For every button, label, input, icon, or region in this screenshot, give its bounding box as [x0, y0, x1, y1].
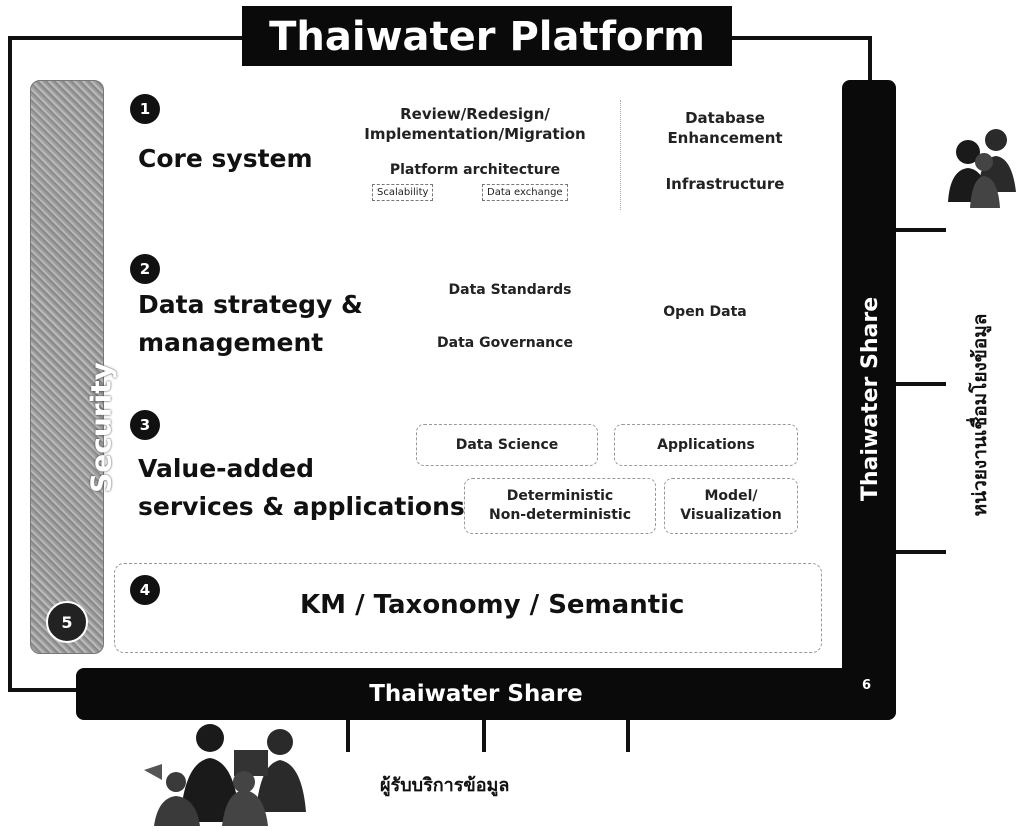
data-strategy-title-line2: management [138, 328, 324, 357]
platform-title: Thaiwater Platform [242, 6, 732, 68]
core-title: Core system [138, 144, 313, 173]
core-data-exchange: Data exchange [482, 184, 568, 201]
value-added-title-line1: Value-added [138, 454, 315, 483]
km-box [114, 563, 822, 653]
deterministic-box: Deterministic Non-deterministic [464, 478, 656, 534]
km-title: KM / Taxonomy / Semantic [300, 590, 685, 620]
recipients-people-icon [144, 724, 306, 826]
partner-people-icon [948, 129, 1016, 208]
share-right-label: Thaiwater Share [857, 296, 883, 502]
security-bar: Security 5 [30, 80, 118, 654]
frame-right-drop [868, 36, 872, 84]
frame-bottom-left [8, 688, 80, 692]
core-divider [620, 100, 621, 210]
connector-bottom-1 [346, 718, 350, 752]
data-standards: Data Standards [448, 282, 572, 298]
connector-right-1 [894, 228, 946, 232]
connector-right-3 [894, 550, 946, 554]
frame-top-right [730, 36, 872, 40]
core-infrastructure: Infrastructure [665, 175, 785, 193]
share-number: 6 [862, 678, 872, 693]
connector-bottom-3 [626, 718, 630, 752]
main-panel [22, 66, 858, 666]
data-recipients-label: ผู้รับบริการข้อมูล [380, 775, 510, 796]
data-governance: Data Governance [437, 335, 573, 351]
security-number-badge: 5 [46, 601, 88, 643]
connector-right-2 [894, 382, 946, 386]
open-data: Open Data [663, 304, 747, 320]
km-number-badge: 4 [130, 575, 160, 605]
partner-agencies-label: หน่วยงานเชื่อมโยงข้อมูล [969, 313, 991, 517]
core-scalability: Scalability [372, 184, 434, 201]
core-database: Database Enhancement [667, 109, 783, 147]
core-review: Review/Redesign/ Implementation/Migratio… [364, 105, 586, 143]
security-label: Security [84, 362, 118, 493]
core-platform: Platform architecture [389, 162, 561, 178]
model-box: Model/ Visualization [664, 478, 798, 534]
data-strategy-title-line1: Data strategy & [138, 290, 363, 319]
frame-top-left [8, 36, 244, 40]
share-bottom-bar [76, 668, 896, 720]
data-strategy-number-badge: 2 [130, 254, 160, 284]
frame-left [8, 36, 12, 692]
connector-bottom-2 [482, 718, 486, 752]
data-science-box: Data Science [416, 424, 598, 466]
applications-box: Applications [614, 424, 798, 466]
core-number-badge: 1 [130, 94, 160, 124]
share-bottom-label: Thaiwater Share [369, 681, 583, 707]
value-added-title-line2: services & applications [138, 492, 465, 521]
value-added-number-badge: 3 [130, 410, 160, 440]
share-right-bar [842, 80, 896, 720]
